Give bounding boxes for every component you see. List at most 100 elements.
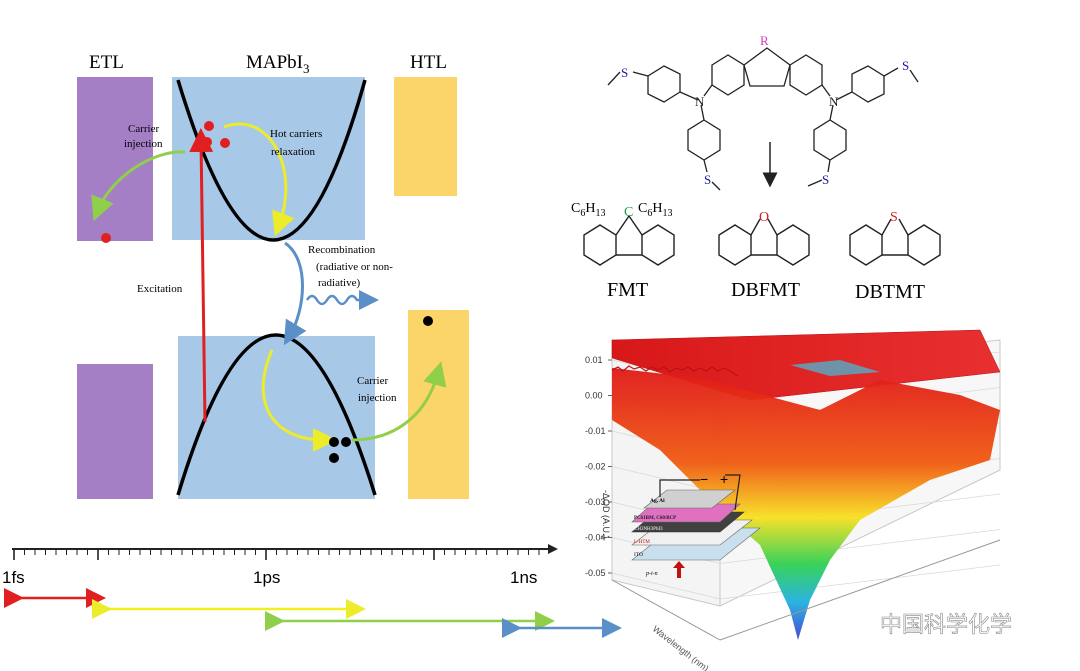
dbfmt-oxygen: O xyxy=(759,210,769,225)
device-caption: p-i-n xyxy=(645,571,658,577)
layer-label-metal: Ag, Al xyxy=(650,498,665,504)
z-tick-label: -0.05 xyxy=(585,568,606,578)
fmt-substituent-right: C6H13 xyxy=(638,201,672,219)
z-tick-label: 0.01 xyxy=(585,355,603,365)
etl-upper-block xyxy=(77,77,153,241)
recombination-line3: radiative) xyxy=(318,277,360,289)
dbtmt-sulfur: S xyxy=(890,210,898,225)
z-axis-ticks: 0.01 0.00 -0.01 -0.02 -0.03 -0.04 -0.05 xyxy=(585,355,612,578)
r-group-label: R xyxy=(760,33,769,48)
injected-electron-dot xyxy=(101,233,111,243)
surface-body xyxy=(612,368,1000,640)
hot-electrons xyxy=(202,121,230,148)
light-incidence-arrow xyxy=(673,561,685,578)
dbtmt-name: DBTMT xyxy=(855,281,925,303)
phenyl-ring xyxy=(647,65,681,103)
y-axis-line xyxy=(719,539,1001,641)
watermark-text: 中国科学化学 xyxy=(880,612,1012,637)
z-tick-label: 0.00 xyxy=(585,391,603,401)
core-five-ring xyxy=(743,47,791,87)
z-tick-label: -0.02 xyxy=(585,462,606,472)
recombination-line1: Recombination xyxy=(308,244,376,256)
electron-dot xyxy=(204,121,214,131)
device-stack-inset: − + Ag, Al PC61BM, C60/BCP CH3NH3PbI3 L-… xyxy=(631,471,761,578)
hole-injection-arrow xyxy=(351,361,447,442)
hole-dot xyxy=(329,453,339,463)
carrier-injection-bottom-line1: Carrier xyxy=(357,375,388,387)
terminal-minus: − xyxy=(700,471,708,487)
surface-noise-edge xyxy=(611,365,739,377)
gridline xyxy=(611,572,721,600)
energy-diagram: ETL MAPbI3 HTL Carrier injection Hot car… xyxy=(77,52,469,499)
sulfur-upper-left-label: S xyxy=(621,65,628,80)
timescale-ticks xyxy=(13,549,540,560)
nitrogen-right-label: N xyxy=(829,94,839,109)
excitation-arrow xyxy=(189,128,214,423)
etl-label: ETL xyxy=(89,52,124,73)
surface-plot-3d: − + Ag, Al PC61BM, C60/BCP CH3NH3PbI3 L-… xyxy=(585,329,1001,671)
core-left-ring xyxy=(711,54,745,96)
core-right-ring xyxy=(789,54,823,96)
fmt-core xyxy=(583,214,675,266)
electron-dot xyxy=(220,138,230,148)
recombination-arrow xyxy=(283,241,307,346)
z-tick-label: -0.03 xyxy=(585,497,606,507)
htl-label: HTL xyxy=(410,52,447,73)
hole-relaxation-arrow xyxy=(261,349,337,452)
dbfmt-core xyxy=(718,218,810,266)
tick-label-1ns: 1ns xyxy=(510,568,537,587)
device-wire-right xyxy=(725,474,741,511)
perovskite-vb-block xyxy=(178,336,375,499)
tick-label-1fs: 1fs xyxy=(2,568,25,587)
sulfur-upper-right-label: S xyxy=(902,58,909,73)
timescale-axis: 1fs 1ps 1ns xyxy=(2,544,622,638)
recombination-line2: (radiative or non- xyxy=(316,261,393,273)
holes xyxy=(329,437,351,463)
layer-metal xyxy=(643,489,736,509)
htl-lower-block xyxy=(408,310,469,499)
device-wire-left xyxy=(659,479,700,497)
carrier-injection-top-line1: Carrier xyxy=(128,123,159,135)
excitation-label: Excitation xyxy=(137,283,183,295)
dbfmt-name: DBFMT xyxy=(731,279,800,301)
x-axis-line xyxy=(611,579,721,641)
electron-dot xyxy=(202,137,212,147)
z-tick-label: -0.04 xyxy=(585,533,606,543)
nitrogen-left-label: N xyxy=(695,94,705,109)
watermark: 中国科学化学 xyxy=(847,612,1012,637)
injected-hole-dot xyxy=(423,316,433,326)
z-tick-label: -0.01 xyxy=(585,426,606,436)
recombination-photon-wave xyxy=(305,290,379,310)
conduction-band-curve xyxy=(176,79,367,242)
sulfur-lower-left-label: S xyxy=(704,172,711,187)
hole-dot xyxy=(341,437,351,447)
phenyl-ring xyxy=(813,119,847,161)
layer-label-pcbm: PC61BM, C60/BCP xyxy=(634,516,676,521)
molecule-structure xyxy=(607,47,919,191)
etl-lower-block xyxy=(77,364,153,499)
electron-injection-arrow xyxy=(91,150,186,222)
htl-upper-block xyxy=(394,77,457,196)
layer-label-ito: ITO xyxy=(634,552,643,558)
hot-carriers-line1: Hot carriers xyxy=(270,128,322,140)
sulfur-lower-right-label: S xyxy=(822,172,829,187)
fmt-center-carbon: C xyxy=(624,205,633,220)
phenyl-ring xyxy=(687,119,721,161)
core-variants xyxy=(583,214,941,266)
molecule-atom-labels: R N N S S S S xyxy=(621,33,909,187)
mapbi-label: MAPbI3 xyxy=(246,52,310,76)
carrier-injection-top-line2: injection xyxy=(124,138,163,150)
gridline xyxy=(719,564,1001,600)
z-axis-label: -ΔOD (A.U.) xyxy=(601,490,611,539)
layer-label-perovskite: CH3NH3PbI3 xyxy=(634,527,663,532)
terminal-plus: + xyxy=(720,471,728,487)
timescale-axis-arrowhead xyxy=(548,544,558,554)
layer-pcbm xyxy=(631,503,741,523)
layer-label-lhtm: L-HTM xyxy=(634,540,650,545)
fmt-name: FMT xyxy=(607,279,648,301)
hole-dot xyxy=(329,437,339,447)
tick-label-1ps: 1ps xyxy=(253,568,280,587)
hot-carrier-relaxation-arrow xyxy=(223,122,295,237)
x-axis-label: Wavelength (nm) xyxy=(651,624,711,671)
